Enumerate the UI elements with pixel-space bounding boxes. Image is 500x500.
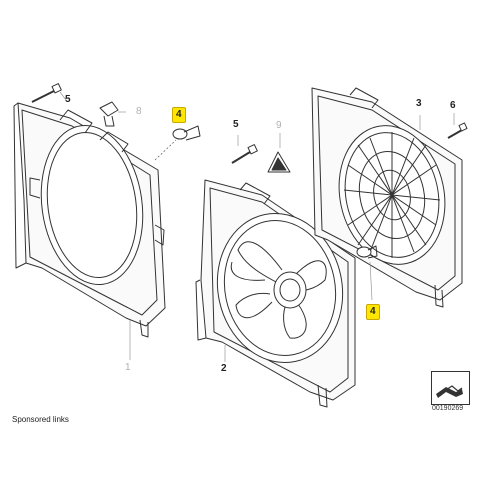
callout-2: 2: [221, 363, 227, 374]
callout-6: 6: [450, 100, 456, 111]
callout-1: 1: [125, 362, 131, 373]
callout-5-top: 5: [65, 94, 71, 105]
callout-9: 9: [276, 120, 282, 131]
bolt-6-right: [447, 113, 468, 139]
rivet-4-top: [154, 125, 201, 161]
rivet-4-bottom: [356, 245, 378, 301]
bolt-5-top-left: [31, 83, 67, 103]
callout-8: 8: [136, 106, 142, 117]
callout-4-top: 4: [172, 107, 186, 123]
reference-code: 00190269: [432, 405, 464, 412]
bolt-5-center: [231, 135, 258, 164]
callout-5-center: 5: [233, 119, 239, 130]
arrow-icon: [436, 385, 463, 398]
callout-4-bottom: 4: [366, 304, 380, 320]
sponsored-links[interactable]: Sponsored links: [12, 415, 69, 424]
warning-label-9: [267, 133, 291, 173]
fan-shroud-right-grille: [311, 87, 463, 308]
reference-box: [431, 371, 470, 405]
callout-3: 3: [416, 98, 422, 109]
fan-shroud-left: [13, 102, 166, 360]
clip-8: [99, 101, 126, 127]
